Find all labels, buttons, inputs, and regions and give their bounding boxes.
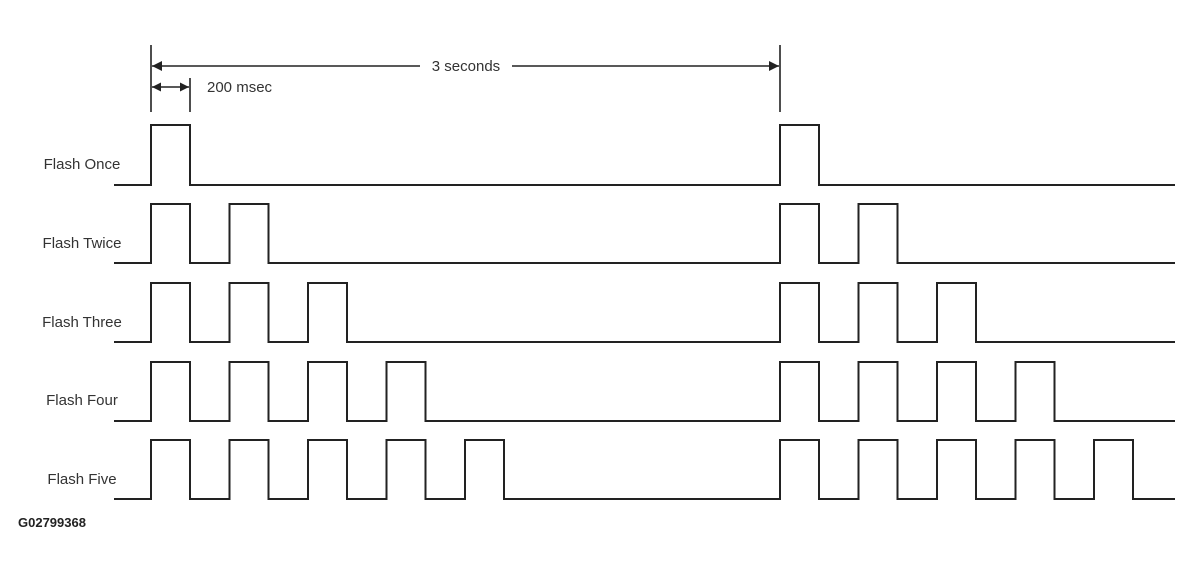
pulse-arrow-left (152, 82, 161, 92)
pulse-arrow-right (180, 82, 189, 92)
flash-four-waveform (114, 361, 1175, 422)
flash-once-waveform (114, 124, 1175, 186)
period-arrow-right (769, 61, 779, 71)
figure-id: G02799368 (18, 515, 86, 530)
pulse-label: 200 msec (207, 79, 273, 96)
period-dimension: 3 seconds (152, 58, 779, 75)
flash-five-row: Flash Five (47, 439, 1175, 500)
pulse-dimension: 200 msec (152, 79, 273, 96)
flash-five-label: Flash Five (47, 471, 116, 488)
flash-once-row: Flash Once (44, 124, 1175, 186)
flash-three-row: Flash Three (42, 282, 1175, 343)
period-label: 3 seconds (432, 58, 500, 75)
flash-twice-label: Flash Twice (43, 235, 122, 252)
flash-once-label: Flash Once (44, 156, 121, 173)
period-arrow-left (152, 61, 162, 71)
flash-five-waveform (114, 439, 1175, 500)
flash-four-row: Flash Four (46, 361, 1175, 422)
flash-twice-row: Flash Twice (43, 203, 1175, 264)
flash-three-waveform (114, 282, 1175, 343)
flash-twice-waveform (114, 203, 1175, 264)
flash-four-label: Flash Four (46, 392, 118, 409)
flash-three-label: Flash Three (42, 314, 122, 331)
